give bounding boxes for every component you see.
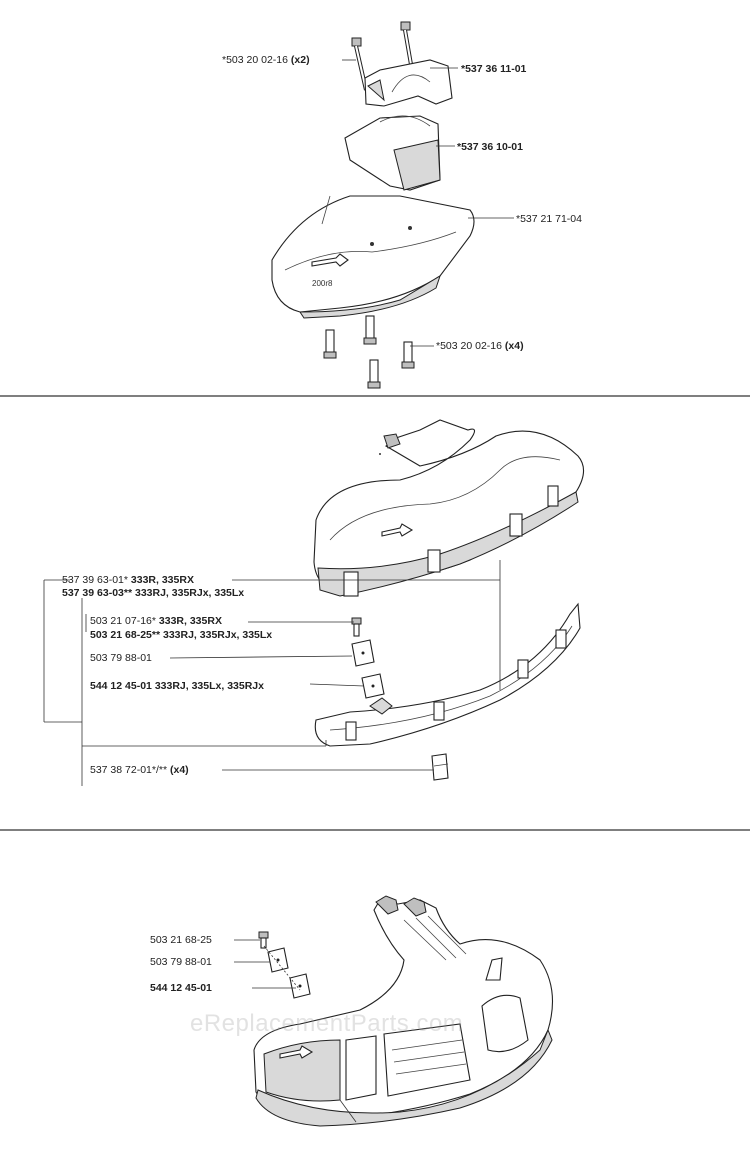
- label-plate-s3: 503 79 88-01: [150, 956, 212, 968]
- upper-clamp: [364, 59, 453, 107]
- label-guard: *537 21 71-04: [516, 213, 582, 225]
- svg-text:200r8: 200r8: [312, 279, 333, 288]
- bolt-icon: [351, 37, 368, 91]
- label-guard-a: 537 39 63-01* 333R, 335RX: [62, 574, 194, 586]
- screw-icon: [401, 341, 415, 369]
- label-guard-b: 537 39 63-03** 333RJ, 335RJx, 335Lx: [62, 587, 245, 599]
- section3-drawing: [234, 895, 553, 1127]
- label-nut-s3: 544 12 45-01: [150, 982, 212, 994]
- screw-icon: [363, 315, 377, 345]
- label-nut: 544 12 45-01 333RJ, 335Lx, 335RJx: [90, 680, 264, 692]
- label-plate: 503 79 88-01: [90, 652, 152, 664]
- nut-icon: [361, 673, 385, 699]
- screw-icon: [351, 617, 362, 637]
- screw-icon: [258, 931, 269, 949]
- label-screw-a: 503 21 07-16* 333R, 335RX: [90, 615, 222, 627]
- label-screw-b: 503 21 68-25** 333RJ, 335RJx, 335Lx: [90, 629, 273, 641]
- guard-assembly: [253, 895, 553, 1127]
- plate-icon: [267, 947, 289, 973]
- label-clamp-top: *537 36 11-01: [461, 63, 527, 75]
- label-screw-top: *503 20 02-16 (x2): [222, 54, 310, 66]
- section2-drawing: [43, 419, 585, 786]
- lower-clamp: [344, 115, 441, 191]
- label-clamp-bottom: *537 36 10-01: [457, 141, 523, 153]
- label-clip: 537 38 72-01*/** (x4): [90, 764, 189, 776]
- screw-icon: [323, 329, 337, 359]
- label-screw-s3: 503 21 68-25: [150, 934, 212, 946]
- section1-drawing: 200r8: [271, 21, 514, 389]
- clip-icon: [431, 753, 449, 781]
- nut-icon: [289, 973, 311, 999]
- plate-icon: [351, 639, 375, 667]
- guard-cap: 200r8: [271, 195, 475, 319]
- lower-guard-strip: [314, 602, 581, 747]
- screw-icon: [367, 359, 381, 389]
- label-screw-bottom: *503 20 02-16 (x4): [436, 340, 524, 352]
- upper-guard: [313, 419, 585, 597]
- watermark: eReplacementParts.com: [190, 1010, 464, 1037]
